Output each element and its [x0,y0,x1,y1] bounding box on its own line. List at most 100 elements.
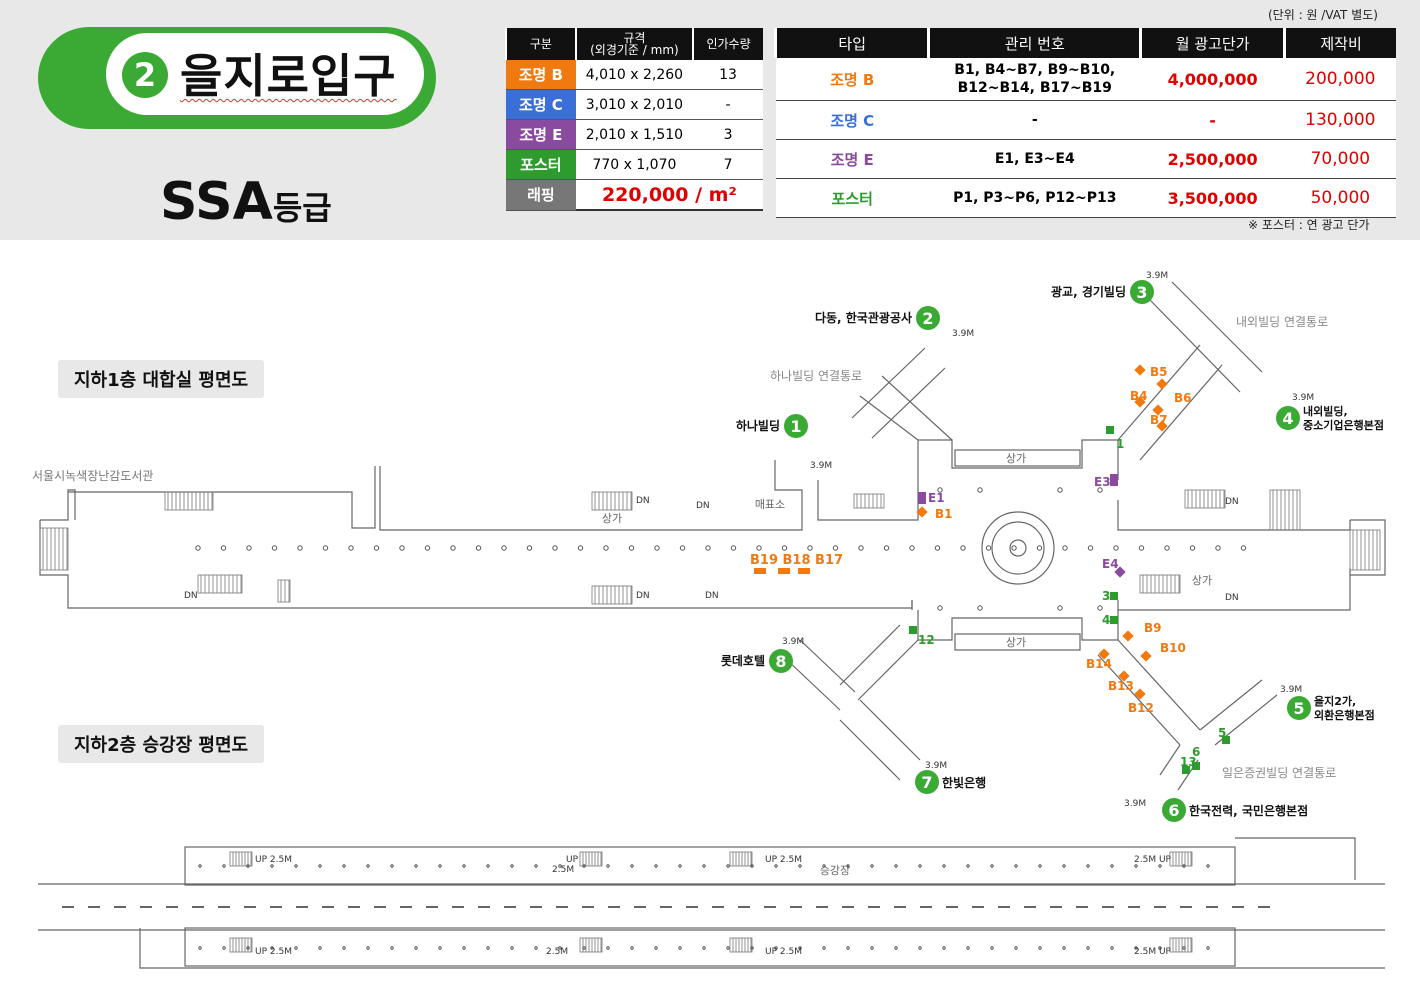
platform-dot [270,946,274,950]
height-label: 3.9M [1146,271,1168,281]
platform-dot [582,864,586,868]
spec-type-label: 포스터 [506,149,576,180]
column-dot [552,545,558,551]
corridor-naewoe: 내외빌딩 연결통로 [1236,315,1328,329]
column-dot [934,545,941,551]
platform-dot [1038,864,1042,868]
platform-dot [198,864,202,868]
platform-dot [510,946,514,950]
platform-dot [798,946,802,950]
column-dot [730,545,737,551]
column-dot [297,545,303,551]
platform-dot [342,864,346,868]
column-dot [909,545,915,551]
marker-label-b17-19: B19 B18 B17 [750,553,843,568]
column-dot [220,545,227,551]
mgmt-id-line: B1, B4~B7, B9~B10, [954,62,1116,78]
platform-dot [582,946,586,950]
exit-badge [1162,798,1186,822]
platform-dot [774,946,778,950]
column-dot [1097,605,1103,611]
ad-marker [1118,670,1130,682]
corridor-hana: 하나빌딩 연결통로 [770,369,862,383]
spec-qty: - [693,89,763,120]
stair-block [39,527,69,571]
stair-block [853,493,885,509]
stair-block [1349,529,1381,571]
footnote: ※ 포스터 : 연 광고 단가 [1248,218,1370,232]
ticket-label: 매표소 [755,498,785,511]
stair-outline [579,851,603,867]
platform-dot [942,946,946,950]
mgmt-price: 2,500,000 [1140,139,1285,179]
platform-dot [870,864,874,868]
column-dot [348,545,354,551]
spec-header-qty: 인가수량 [692,28,763,60]
mgmt-type: 포스터 [775,178,929,218]
platform-label: 승강장 [820,864,850,877]
platform-dot [990,946,994,950]
stair-block [229,937,253,953]
ad-marker [754,568,766,574]
ad-marker [1182,766,1190,774]
ad-marker [1098,648,1110,660]
column-dot [246,545,252,551]
grade-main: SSA [160,172,273,232]
exit-badge [1276,406,1300,430]
ad-marker [1134,396,1146,408]
mgmt-cost: 130,000 [1284,100,1396,140]
marker-label-b: B13 [1108,679,1134,693]
platform-dot [1086,946,1090,950]
ad-marker [1106,426,1114,434]
platform-dot [438,946,442,950]
platform-dot [918,864,922,868]
platform-dot [222,864,226,868]
spec-qty: 3 [693,119,763,150]
platform-dot [294,864,298,868]
exit-label: 한빛은행 [942,775,986,790]
column-dot [1097,487,1103,493]
platform-dot [846,946,850,950]
ad-marker [909,626,917,634]
marker-label-b: B9 [1144,621,1162,635]
exit-label: 다동, 한국관광공사 [815,310,912,325]
exit-number: 1 [790,417,801,436]
column-dot [373,545,380,551]
platform-dot [438,864,442,868]
platform-dot [462,864,466,868]
platform-dot [1086,864,1090,868]
corridor-seoul: 서울시녹색장난감도서관 [32,469,153,483]
platform-dot [678,946,682,950]
ad-marker [916,506,928,518]
mgmt-header-type: 타입 [773,28,929,58]
marker-label-b: B4 [1130,389,1148,403]
column-dot [858,545,864,551]
marker-label-b: B12 [1128,701,1154,715]
shop-label: 상가 [602,512,622,525]
exit-label: 내외빌딩, [1303,404,1348,418]
column-dot [679,545,686,551]
platform-up: 2.5M [552,865,574,875]
mgmt-row: 포스터 P1, P3~P6, P12~P13 3,500,000 50,000 [775,178,1396,218]
ad-marker [798,568,810,574]
stair-outline [1269,489,1301,531]
column-dot [1057,487,1063,493]
grade-label: SSA등급 [160,172,332,232]
ad-marker [778,568,790,574]
stair-outline [277,579,291,603]
exit-number: 4 [1282,409,1293,428]
exit-label: 중소기업은행본점 [1303,418,1384,432]
platform-dot [270,864,274,868]
shop-label: 상가 [1192,574,1212,587]
mgmt-row: 조명 C - - 130,000 [775,100,1396,140]
platform-up: 2.5M [546,947,568,957]
platform-dot [822,946,826,950]
column-dot [1057,605,1063,611]
stair-block [591,585,633,605]
ad-marker [1110,592,1118,600]
spec-type-label: 조명 B [506,60,576,90]
ad-marker [1156,420,1168,432]
column-dot [654,545,660,551]
mgmt-type: 조명 B [775,58,929,101]
ad-marker [1134,688,1146,700]
